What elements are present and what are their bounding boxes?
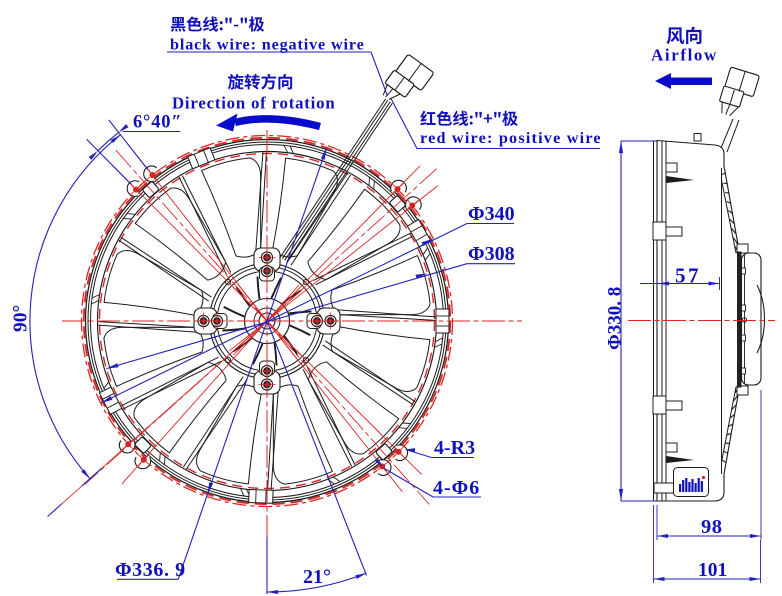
svg-text:21°: 21° (303, 566, 331, 588)
svg-text:Φ308: Φ308 (468, 243, 515, 265)
svg-text:red wire: positive wire: red wire: positive wire (420, 129, 602, 147)
svg-text:101: 101 (698, 560, 727, 581)
svg-text:57: 57 (675, 264, 701, 288)
svg-text:6°40″: 6°40″ (133, 113, 182, 133)
svg-text:90°: 90° (11, 305, 32, 332)
svg-text:Airflow: Airflow (651, 46, 718, 65)
svg-text:Φ336. 9: Φ336. 9 (115, 559, 186, 581)
svg-text:4-R3: 4-R3 (434, 437, 475, 459)
svg-text:Φ330. 8: Φ330. 8 (605, 287, 626, 350)
svg-text:Φ340: Φ340 (468, 203, 515, 225)
svg-text:4-Φ6: 4-Φ6 (433, 477, 480, 499)
svg-text:Direction of rotation: Direction of rotation (172, 94, 335, 113)
svg-text:black wire: negative wire: black wire: negative wire (170, 36, 365, 54)
svg-text:98: 98 (701, 516, 723, 538)
